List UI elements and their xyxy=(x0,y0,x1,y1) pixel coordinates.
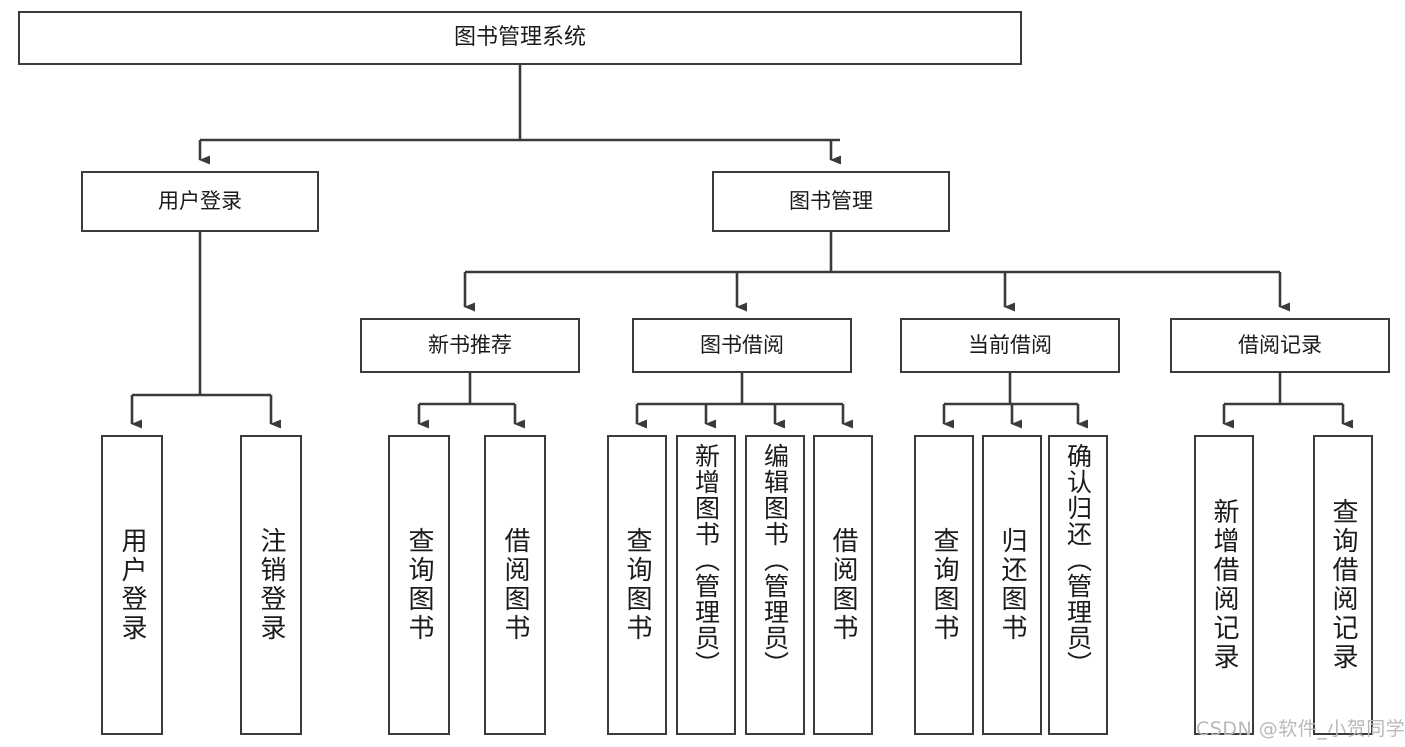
node-label: 借阅图书 xyxy=(828,527,858,643)
node-leaf-add-record[interactable]: 新增借阅记录 xyxy=(1194,435,1254,735)
node-book-borrow[interactable]: 图书借阅 xyxy=(632,318,852,373)
node-label: 归还图书 xyxy=(997,527,1027,643)
node-current-borrow[interactable]: 当前借阅 xyxy=(900,318,1120,373)
node-label: 查询借阅记录 xyxy=(1328,498,1358,672)
node-leaf-user-logout[interactable]: 注销登录 xyxy=(240,435,302,735)
node-label: 查询图书 xyxy=(622,527,652,643)
node-leaf-return-book[interactable]: 归还图书 xyxy=(982,435,1042,735)
node-leaf-query-book-3[interactable]: 查询图书 xyxy=(914,435,974,735)
node-label: 借阅图书 xyxy=(500,527,530,643)
node-leaf-confirm-return[interactable]: 确认归还（管理员） xyxy=(1048,435,1108,735)
node-leaf-query-book-1[interactable]: 查询图书 xyxy=(388,435,450,735)
node-label: 查询图书 xyxy=(929,527,959,643)
node-label: 新书推荐 xyxy=(428,333,512,358)
node-leaf-query-book-2[interactable]: 查询图书 xyxy=(607,435,667,735)
node-user-login[interactable]: 用户登录 xyxy=(81,171,319,232)
node-book-manage[interactable]: 图书管理 xyxy=(712,171,950,232)
watermark-text: CSDN @软件_小贺同学 xyxy=(1196,718,1405,740)
node-label: 图书管理 xyxy=(789,189,873,214)
node-label: 确认归还（管理员） xyxy=(1063,443,1093,677)
node-new-book-rec[interactable]: 新书推荐 xyxy=(360,318,580,373)
node-label: 编辑图书（管理员） xyxy=(760,443,790,677)
node-leaf-borrow-book-2[interactable]: 借阅图书 xyxy=(813,435,873,735)
node-borrow-record[interactable]: 借阅记录 xyxy=(1170,318,1390,373)
node-label: 图书借阅 xyxy=(700,333,784,358)
node-label: 注销登录 xyxy=(256,527,286,643)
node-label: 用户登录 xyxy=(117,527,147,643)
node-label: 新增借阅记录 xyxy=(1209,498,1239,672)
node-label: 查询图书 xyxy=(404,527,434,643)
node-label: 新增图书（管理员） xyxy=(691,443,721,677)
node-leaf-query-record[interactable]: 查询借阅记录 xyxy=(1313,435,1373,735)
node-leaf-add-book[interactable]: 新增图书（管理员） xyxy=(676,435,736,735)
node-label: 用户登录 xyxy=(158,189,242,214)
node-label: 当前借阅 xyxy=(968,333,1052,358)
node-root-system[interactable]: 图书管理系统 xyxy=(18,11,1022,65)
node-label: 图书管理系统 xyxy=(453,25,586,51)
node-leaf-borrow-book-1[interactable]: 借阅图书 xyxy=(484,435,546,735)
node-label: 借阅记录 xyxy=(1238,333,1322,358)
node-leaf-user-login[interactable]: 用户登录 xyxy=(101,435,163,735)
node-leaf-edit-book[interactable]: 编辑图书（管理员） xyxy=(745,435,805,735)
